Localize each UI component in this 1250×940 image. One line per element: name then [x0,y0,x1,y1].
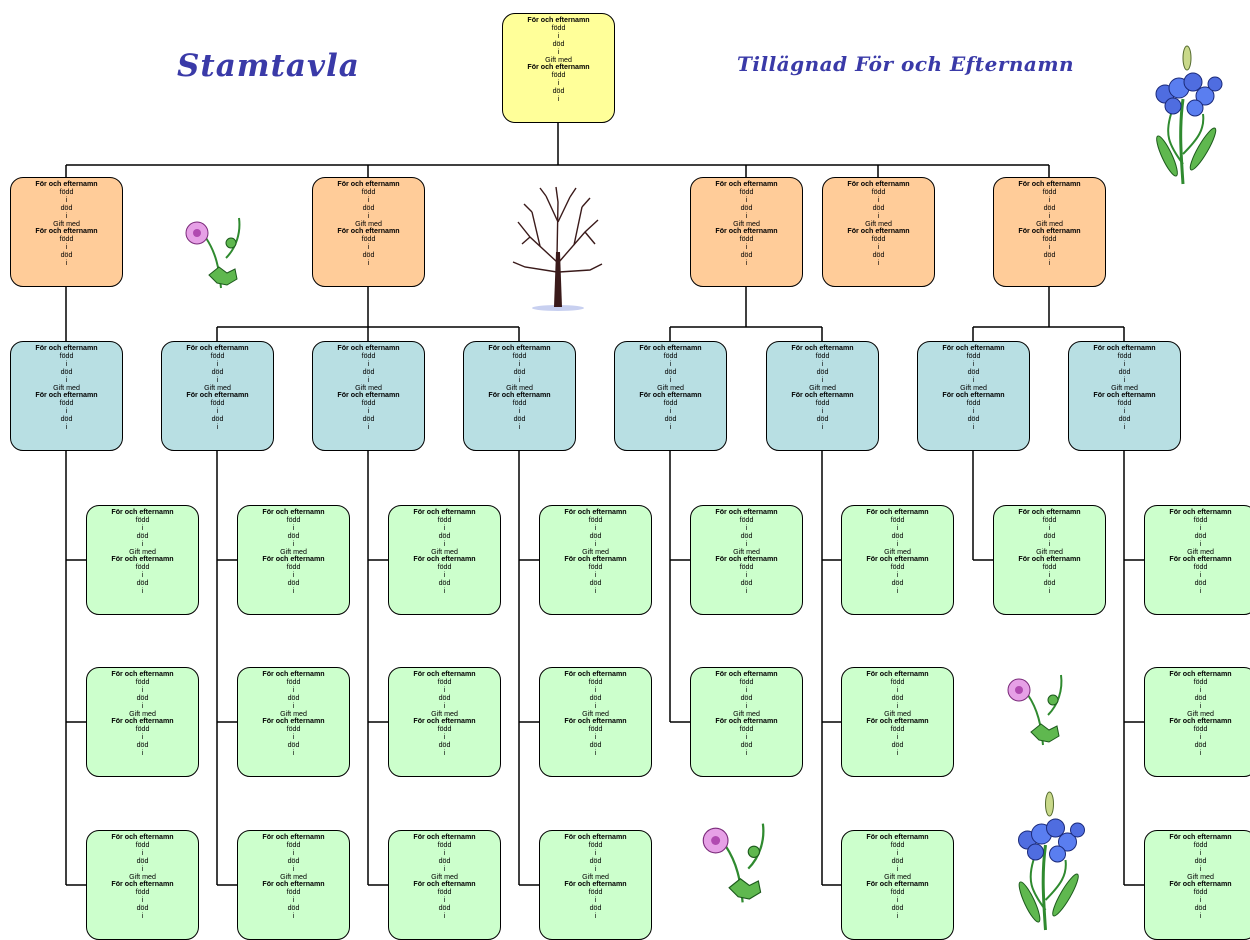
spouse-place-died: i [823,260,934,268]
gen3-card: För och efternamnföddidödiGift medFör oc… [1144,505,1250,615]
spouse-place-died: i [503,96,614,104]
pink-flower-icon [181,213,251,293]
gen2-card: För och efternamnföddidödiGift medFör oc… [10,341,123,451]
died: död [1145,533,1250,541]
spouse-place-died: i [11,260,122,268]
born: född [1145,842,1250,850]
spouse-place-died: i [691,750,802,758]
gen3-card: För och efternamnföddidödiGift medFör oc… [539,505,652,615]
died: död [1145,695,1250,703]
spouse-place-died: i [313,424,424,432]
gen3-card: För och efternamnföddidödiGift medFör oc… [388,667,501,777]
spouse-place-died: i [238,913,349,921]
gen3-card: För och efternamnföddidödiGift medFör oc… [237,830,350,940]
gen3-card: För och efternamnföddidödiGift medFör oc… [690,505,803,615]
spouse-place-died: i [238,588,349,596]
gen3-card: För och efternamnföddidödiGift medFör oc… [237,505,350,615]
spouse-place-died: i [87,750,198,758]
spouse-died: död [1145,580,1250,588]
spouse-place-died: i [238,750,349,758]
spouse-place-died: i [994,588,1105,596]
spouse-place-died: i [540,750,651,758]
gen1-card: För och efternamnföddidödiGift medFör oc… [822,177,935,287]
spouse-place-died: i [994,260,1105,268]
gen3-card: För och efternamnföddidödiGift medFör oc… [388,505,501,615]
spouse-place-died: i [767,424,878,432]
spouse-died: död [1145,905,1250,913]
spouse-place-died: i [87,913,198,921]
spouse-place-died: i [464,424,575,432]
spouse-place-died: i [11,424,122,432]
spouse-place-died: i [842,913,953,921]
born: född [1145,679,1250,687]
gen3-card: För och efternamnföddidödiGift medFör oc… [86,830,199,940]
spouse-place-died: i [842,588,953,596]
gen1-card: För och efternamnföddidödiGift medFör oc… [312,177,425,287]
born: född [1145,517,1250,525]
spouse-place-died: i [691,588,802,596]
gen1-card: För och efternamnföddidödiGift medFör oc… [10,177,123,287]
spouse-place-died: i [691,260,802,268]
spouse-place-died: i [615,424,726,432]
spouse-born: född [1145,726,1250,734]
blue-flower-icon-2 [1003,790,1088,935]
gen3-card: För och efternamnföddidödiGift medFör oc… [841,830,954,940]
spouse-born: född [1145,889,1250,897]
gen3-card: För och efternamnföddidödiGift medFör oc… [86,505,199,615]
gen2-card: För och efternamnföddidödiGift medFör oc… [614,341,727,451]
spouse-place-died: i [389,913,500,921]
gen2-card: För och efternamnföddidödiGift medFör oc… [917,341,1030,451]
spouse-place-died: i [1145,588,1250,596]
spouse-place-died: i [162,424,273,432]
pink-flower-icon-3 [697,818,777,908]
spouse-place-died: i [842,750,953,758]
spouse-place-died: i [87,588,198,596]
spouse-born: född [1145,564,1250,572]
root-card: För och efternamnföddidödiGift medFör oc… [502,13,615,123]
gen3-card: För och efternamnföddidödiGift medFör oc… [690,667,803,777]
spouse-died: död [1145,742,1250,750]
spouse-place-died: i [389,750,500,758]
bare-tree-icon [510,182,605,312]
gen2-card: För och efternamnföddidödiGift medFör oc… [766,341,879,451]
spouse-place-died: i [918,424,1029,432]
blue-flower-icon [1143,44,1223,189]
spouse-place-died: i [389,588,500,596]
gen3-card: För och efternamnföddidödiGift medFör oc… [1144,830,1250,940]
spouse-place-died: i [1069,424,1180,432]
gen2-card: För och efternamnföddidödiGift medFör oc… [312,341,425,451]
spouse-place-died: i [1145,750,1250,758]
spouse-place-died: i [313,260,424,268]
gen2-card: För och efternamnföddidödiGift medFör oc… [463,341,576,451]
died: död [1145,858,1250,866]
gen3-card: För och efternamnföddidödiGift medFör oc… [388,830,501,940]
spouse-place-died: i [1145,913,1250,921]
spouse-place-died: i [540,913,651,921]
pink-flower-icon-2 [1003,670,1073,750]
gen2-card: För och efternamnföddidödiGift medFör oc… [161,341,274,451]
spouse-place-died: i [540,588,651,596]
gen1-card: För och efternamnföddidödiGift medFör oc… [690,177,803,287]
